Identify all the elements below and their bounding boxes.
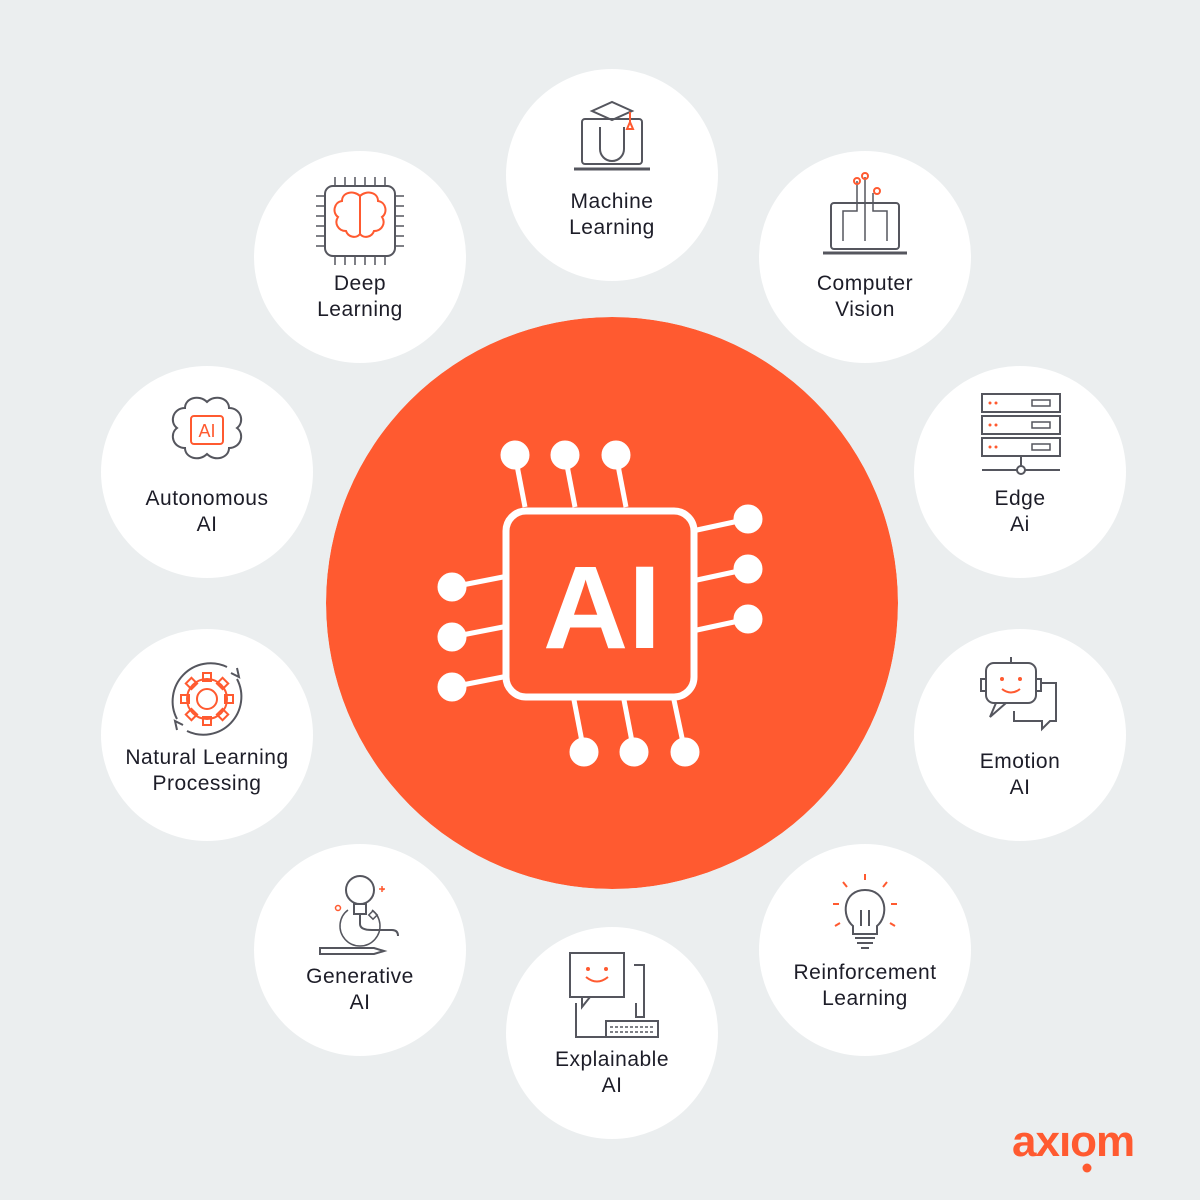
brain-chip-icon: [316, 177, 404, 265]
topic-label-line: Learning: [317, 298, 403, 321]
laptop-circuit-icon: [823, 172, 907, 255]
topic-label-line: Ai: [1010, 513, 1030, 536]
chip-icon: [437, 440, 763, 767]
svg-text:axıom: axıom: [1012, 1118, 1134, 1166]
topic-label-line: Emotion: [979, 750, 1061, 773]
topic-label-line: AI: [196, 513, 218, 536]
central-ai-chip-circle: AI: [326, 317, 898, 889]
topic-label-line: AI: [601, 1074, 623, 1097]
topic-label-line: Computer: [816, 272, 914, 295]
gear-cycle-icon: [171, 662, 243, 736]
topic-label-line: AI: [1009, 776, 1031, 799]
lightbulb-icon: [833, 874, 897, 949]
topic-label-line: Machine: [570, 190, 654, 213]
robot-chat-icon: [980, 657, 1057, 732]
bulb-pencil-icon: [319, 875, 399, 955]
topic-label-line: Reinforcement: [793, 961, 937, 984]
axiom-logo: axıom: [1012, 1118, 1135, 1173]
topic-label-line: Generative: [306, 965, 414, 988]
topic-label-line: Edge: [994, 487, 1046, 510]
topic-label-line: Natural Learning: [125, 746, 289, 769]
svg-text:AI: AI: [198, 421, 215, 441]
topic-label-line: Autonomous: [145, 487, 269, 510]
server-rack-icon: [981, 393, 1061, 475]
topic-label-line: Learning: [569, 216, 655, 239]
topic-label-line: Learning: [822, 987, 908, 1010]
topic-label-line: AI: [349, 991, 371, 1014]
topic-label-line: Vision: [835, 298, 895, 321]
chat-keyboard-icon: [569, 952, 659, 1038]
center-ai-label: AI: [543, 542, 661, 674]
topic-label-line: Processing: [152, 772, 262, 795]
topic-label-line: Deep: [333, 272, 387, 295]
topic-label-line: Explainable: [554, 1048, 670, 1071]
laptop-graduation-icon: [574, 100, 650, 171]
brain-ai-icon: AI: [171, 396, 243, 460]
